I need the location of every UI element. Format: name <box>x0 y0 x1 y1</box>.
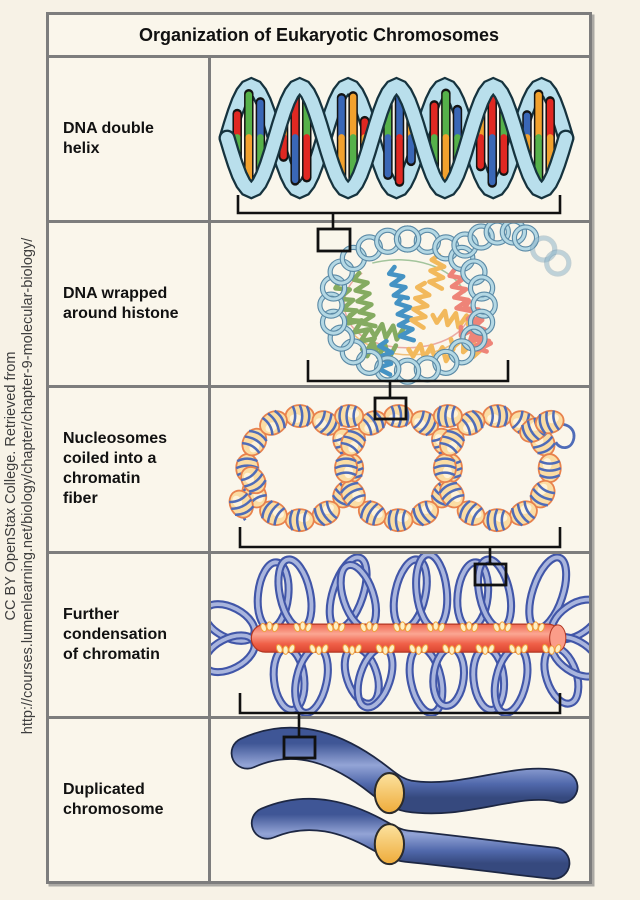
row-dna-double-helix: DNA double helix <box>49 55 589 221</box>
row-label: Duplicated chromosome <box>63 780 164 818</box>
duplicated-chromosome-illustration <box>211 719 589 881</box>
nucleosome-icon <box>317 223 572 385</box>
label-cell-histone: DNA wrapped around histone <box>49 223 211 386</box>
label-cell-condensation: Further condensation of chromatin <box>49 553 211 716</box>
label-cell-duplicated-chromosome: Duplicated chromosome <box>49 718 211 881</box>
nucleosome-histone-illustration <box>211 223 589 385</box>
figure-table: Organization of Eukaryotic Chromosomes D… <box>46 12 592 884</box>
row-label: DNA double helix <box>63 120 154 158</box>
credit-license-text: CC BY OpenStax College. Retrieved from <box>3 351 19 621</box>
figure-title: Organization of Eukaryotic Chromosomes <box>138 24 500 45</box>
chromatin-fiber-illustration <box>211 388 589 550</box>
row-label: Further condensation of chromatin <box>63 605 168 663</box>
row-duplicated-chromosome: Duplicated chromosome <box>49 715 589 881</box>
row-label: DNA wrapped around histone <box>63 285 179 323</box>
dna-double-helix-illustration <box>211 58 589 220</box>
row-further-condensation: Further condensation of chromatin <box>49 550 589 716</box>
dna-double-helix-icon <box>218 76 575 200</box>
chromatin-fiber-icon <box>228 404 576 533</box>
credit-attribution: CC BY OpenStax College. Retrieved from h… <box>3 90 36 882</box>
row-label: Nucleosomes coiled into a chromatin fibe… <box>63 430 168 508</box>
condensed-chromatin-icon <box>211 553 589 716</box>
condensed-chromatin-illustration <box>211 553 589 716</box>
label-cell-dna-double-helix: DNA double helix <box>49 58 211 221</box>
duplicated-chromosome-icon <box>230 726 579 880</box>
row-dna-wrapped-around-histone: DNA wrapped around histone <box>49 220 589 386</box>
label-cell-chromatin-fiber: Nucleosomes coiled into a chromatin fibe… <box>49 388 211 551</box>
row-chromatin-fiber: Nucleosomes coiled into a chromatin fibe… <box>49 385 589 551</box>
credit-source-url: http://courses.lumenlearning.net/biology… <box>19 237 36 735</box>
